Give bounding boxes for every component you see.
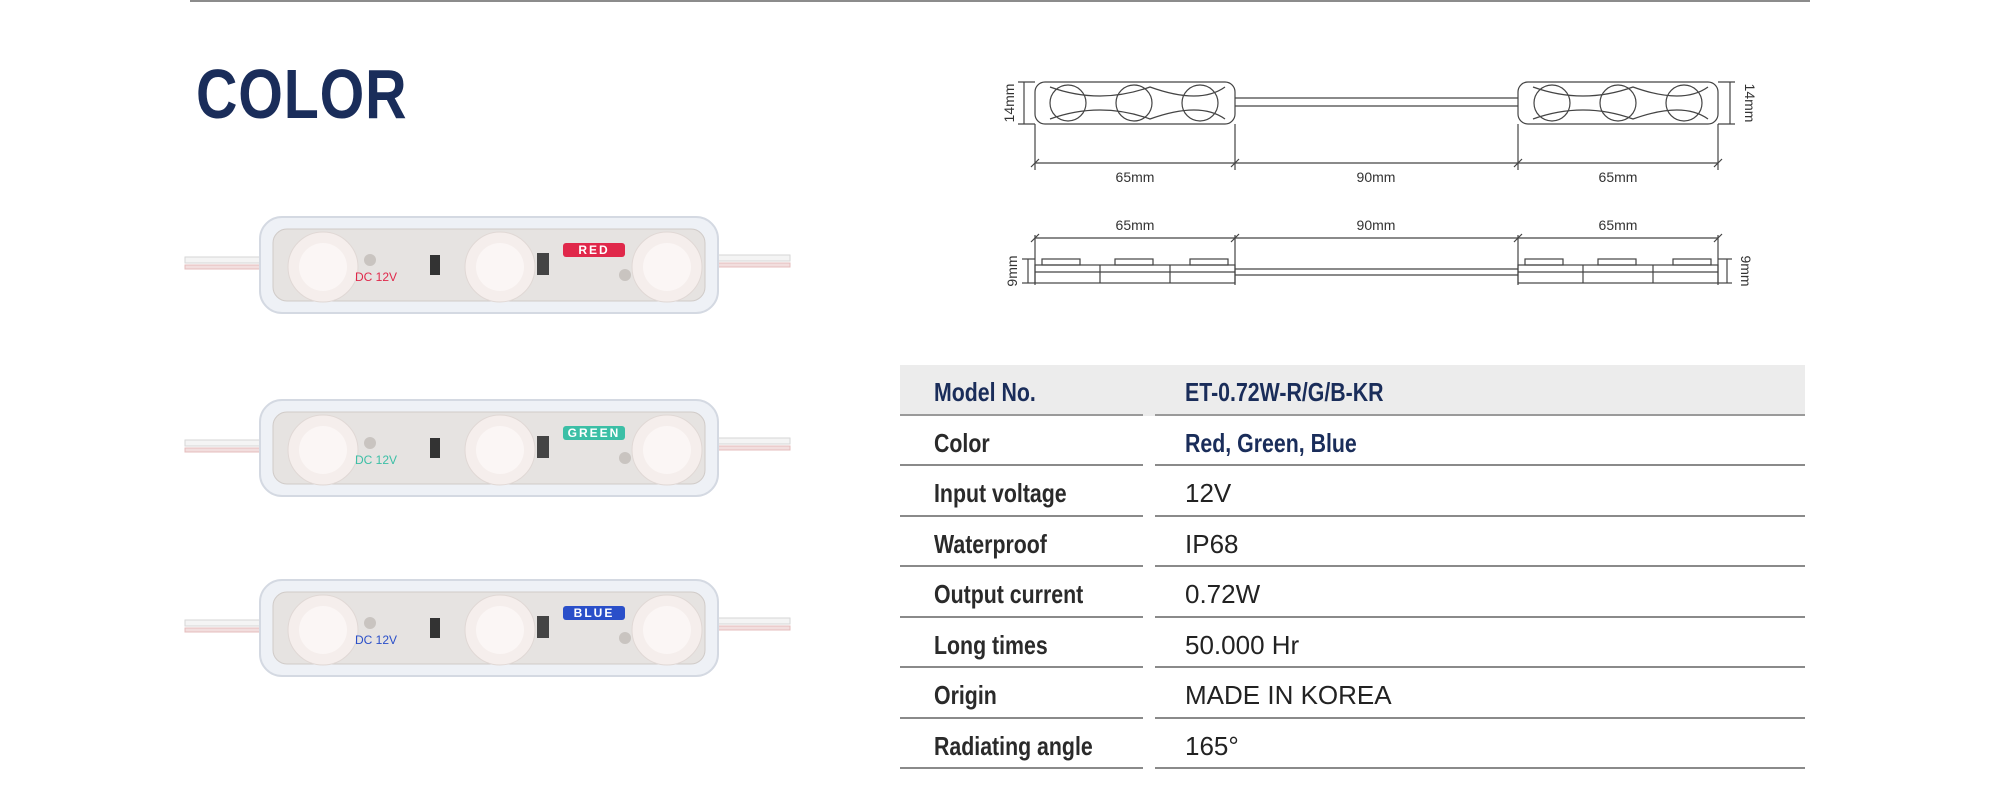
top-view-left-module bbox=[1034, 81, 1236, 125]
svg-text:DC 12V: DC 12V bbox=[355, 633, 397, 647]
dimension-drawing: 14mm 14mm 65mm 90mm 65mm 65mm 90mm 65mm … bbox=[950, 60, 1810, 310]
side-spacing-label: 90mm bbox=[1357, 217, 1396, 233]
spec-value: 50.000 Hr bbox=[1185, 629, 1300, 660]
page-title: COLOR bbox=[196, 55, 408, 133]
led-module-svg: GREEN DC 12V bbox=[184, 399, 791, 497]
spec-label-cell: Waterproof bbox=[900, 517, 1143, 567]
spec-value-cell: 50.000 Hr bbox=[1155, 618, 1805, 668]
spec-header-value: ET-0.72W-R/G/B-KR bbox=[1185, 377, 1384, 407]
spec-row: Long times 50.000 Hr bbox=[900, 618, 1805, 668]
led-module-svg: RED DC 12V bbox=[184, 216, 791, 314]
spec-value: MADE IN KOREA bbox=[1185, 680, 1392, 710]
svg-text:RED: RED bbox=[578, 243, 609, 257]
top-left-length-label: 65mm bbox=[1116, 169, 1155, 185]
spec-row: Origin MADE IN KOREA bbox=[900, 668, 1805, 719]
spec-row: Input voltage 12V bbox=[900, 466, 1805, 517]
spec-value-cell: Red, Green, Blue bbox=[1155, 416, 1805, 466]
spec-header-label: Model No. bbox=[934, 377, 1036, 407]
spec-row: Color Red, Green, Blue bbox=[900, 416, 1805, 466]
side-right-length-label: 65mm bbox=[1599, 217, 1638, 233]
spec-value-cell: 0.72W bbox=[1155, 567, 1805, 618]
dimension-drawing-svg: 14mm 14mm 65mm 90mm 65mm 65mm 90mm 65mm … bbox=[1001, 81, 1758, 287]
module-color-tag bbox=[563, 606, 625, 620]
spec-label-cell: Long times bbox=[900, 618, 1143, 668]
spec-value: 0.72W bbox=[1185, 579, 1261, 609]
top-rule bbox=[190, 0, 1810, 2]
spec-header-value-cell: ET-0.72W-R/G/B-KR bbox=[1155, 365, 1805, 416]
spec-value-cell: IP68 bbox=[1155, 517, 1805, 567]
spec-table: Model No. ET-0.72W-R/G/B-KR Color Red, Gr… bbox=[900, 365, 1805, 769]
led-module-green: GREEN DC 12V bbox=[184, 398, 791, 498]
led-module-svg: BLUE DC 12V bbox=[184, 579, 791, 677]
spec-label: Origin bbox=[934, 680, 997, 710]
svg-text:DC 12V: DC 12V bbox=[355, 453, 397, 467]
spec-value: Red, Green, Blue bbox=[1185, 427, 1357, 458]
side-view bbox=[1022, 233, 1732, 285]
top-height-right-label: 14mm bbox=[1742, 84, 1758, 123]
spec-value: 12V bbox=[1185, 478, 1232, 508]
svg-text:GREEN: GREEN bbox=[568, 426, 621, 440]
spec-value: 165° bbox=[1185, 730, 1239, 761]
module-color-tag bbox=[563, 243, 625, 257]
led-module-red: RED DC 12V bbox=[184, 215, 791, 315]
svg-text:DC 12V: DC 12V bbox=[355, 270, 397, 284]
spec-label-cell: Radiating angle bbox=[900, 719, 1143, 769]
top-view-right-module bbox=[1517, 81, 1719, 125]
top-spacing-label: 90mm bbox=[1357, 169, 1396, 185]
side-left-length-label: 65mm bbox=[1116, 217, 1155, 233]
svg-text:BLUE: BLUE bbox=[574, 606, 615, 620]
spec-label: Waterproof bbox=[934, 528, 1047, 559]
side-height-right-label: 9mm bbox=[1738, 255, 1754, 286]
spec-label: Long times bbox=[934, 629, 1048, 660]
side-view-left-module bbox=[1034, 264, 1236, 284]
spec-value: IP68 bbox=[1185, 528, 1239, 559]
side-height-left-label: 9mm bbox=[1004, 255, 1020, 286]
spec-label: Input voltage bbox=[934, 478, 1067, 508]
led-module-blue: BLUE DC 12V bbox=[184, 578, 791, 678]
side-view-right-module bbox=[1517, 264, 1719, 284]
module-color-tag bbox=[563, 426, 625, 440]
spec-row: Radiating angle 165° bbox=[900, 719, 1805, 769]
top-view bbox=[1018, 81, 1735, 170]
spec-label-cell: Color bbox=[900, 416, 1143, 466]
spec-label-cell: Input voltage bbox=[900, 466, 1143, 517]
spec-header-label-cell: Model No. bbox=[900, 365, 1143, 416]
top-right-length-label: 65mm bbox=[1599, 169, 1638, 185]
spec-header-row: Model No. ET-0.72W-R/G/B-KR bbox=[900, 365, 1805, 416]
top-height-left-label: 14mm bbox=[1001, 84, 1017, 123]
spec-label: Color bbox=[934, 427, 990, 458]
spec-row: Waterproof IP68 bbox=[900, 517, 1805, 567]
spec-label-cell: Origin bbox=[900, 668, 1143, 719]
spec-label-cell: Output current bbox=[900, 567, 1143, 618]
spec-value-cell: MADE IN KOREA bbox=[1155, 668, 1805, 719]
spec-label: Output current bbox=[934, 579, 1084, 609]
spec-row: Output current 0.72W bbox=[900, 567, 1805, 618]
spec-value-cell: 12V bbox=[1155, 466, 1805, 517]
spec-label: Radiating angle bbox=[934, 730, 1093, 761]
spec-value-cell: 165° bbox=[1155, 719, 1805, 769]
